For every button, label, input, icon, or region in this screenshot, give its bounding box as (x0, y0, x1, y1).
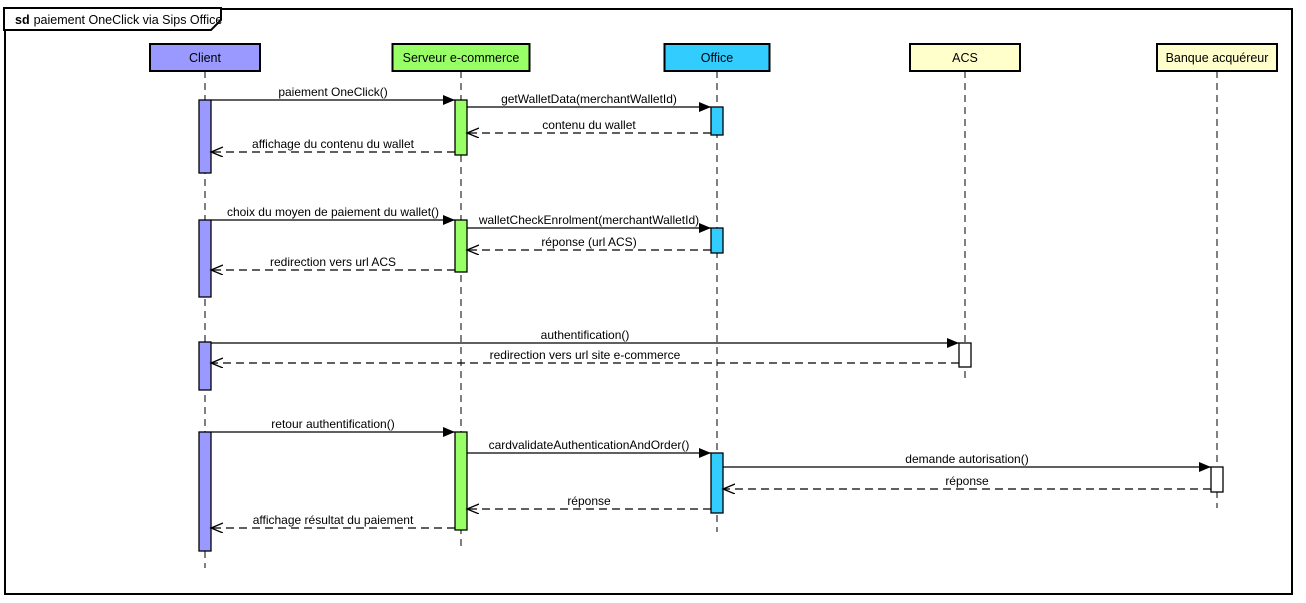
activation-bar-office (710, 452, 724, 514)
participant-serveur-ecommerce: Serveur e-commerce (391, 43, 531, 72)
participant-office: Office (663, 43, 771, 72)
activation-bar-client (198, 431, 212, 552)
participant-label: Office (701, 51, 733, 65)
diagram-frame (4, 8, 1293, 595)
message-label: réponse (945, 474, 989, 488)
participant-box (1156, 43, 1278, 72)
message-label: contenu du wallet (542, 118, 636, 132)
participants-layer: Client Serveur e-commerce Office ACS Banque … (149, 43, 1278, 72)
message-label: paiement OneClick() (278, 85, 387, 99)
diagram-title-tab (3, 7, 222, 31)
participant-box (391, 43, 531, 72)
activations-layer (198, 99, 1224, 552)
message-label: choix du moyen de paiement du wallet() (227, 205, 439, 219)
message-label: redirection vers url site e-commerce (490, 348, 681, 362)
message-label: affichage résultat du paiement (253, 513, 414, 527)
activation-bar-office (710, 106, 724, 136)
activation-bar-serveur-ecommerce (454, 219, 468, 273)
title-label: paiement OneClick via Sips Office (34, 13, 223, 27)
activation-bar-client (198, 341, 212, 391)
participant-box (663, 43, 771, 72)
participant-acs: ACS (909, 43, 1021, 72)
diagram-title: sd paiement OneClick via Sips Office (15, 13, 222, 27)
activation-bar-banque-acquereur (1210, 466, 1224, 493)
participant-label: ACS (952, 51, 978, 65)
participant-box (149, 43, 261, 72)
message-label: walletCheckEnrolment(merchantWalletId) (478, 213, 699, 227)
message-label: cardvalidateAuthenticationAndOrder() (489, 438, 690, 452)
message-label: demande autorisation() (905, 452, 1028, 466)
activation-bar-serveur-ecommerce (454, 99, 468, 156)
message-label: réponse (567, 494, 611, 508)
message-label: getWalletData(merchantWalletId) (501, 92, 677, 106)
message-label: authentification() (541, 328, 630, 342)
activation-bar-acs (958, 342, 972, 368)
activation-bar-client (198, 219, 212, 298)
participant-banque-acquereur: Banque acquéreur (1156, 43, 1278, 72)
participant-label: Serveur e-commerce (403, 51, 520, 65)
message-label: réponse (url ACS) (541, 235, 636, 249)
participant-label: Client (189, 51, 221, 65)
message-label: retour authentification() (271, 417, 394, 431)
message-label: redirection vers url ACS (270, 255, 396, 269)
message-label: affichage du contenu du wallet (252, 137, 415, 151)
activation-bar-serveur-ecommerce (454, 431, 468, 531)
participant-box (909, 43, 1021, 72)
participant-client: Client (149, 43, 261, 72)
activation-bar-office (710, 227, 724, 254)
messages-layer: paiement OneClick() getWalletData(merchan… (211, 85, 1211, 528)
participant-label: Banque acquéreur (1166, 51, 1269, 65)
activation-bar-client (198, 99, 212, 174)
title-keyword: sd (15, 13, 30, 27)
